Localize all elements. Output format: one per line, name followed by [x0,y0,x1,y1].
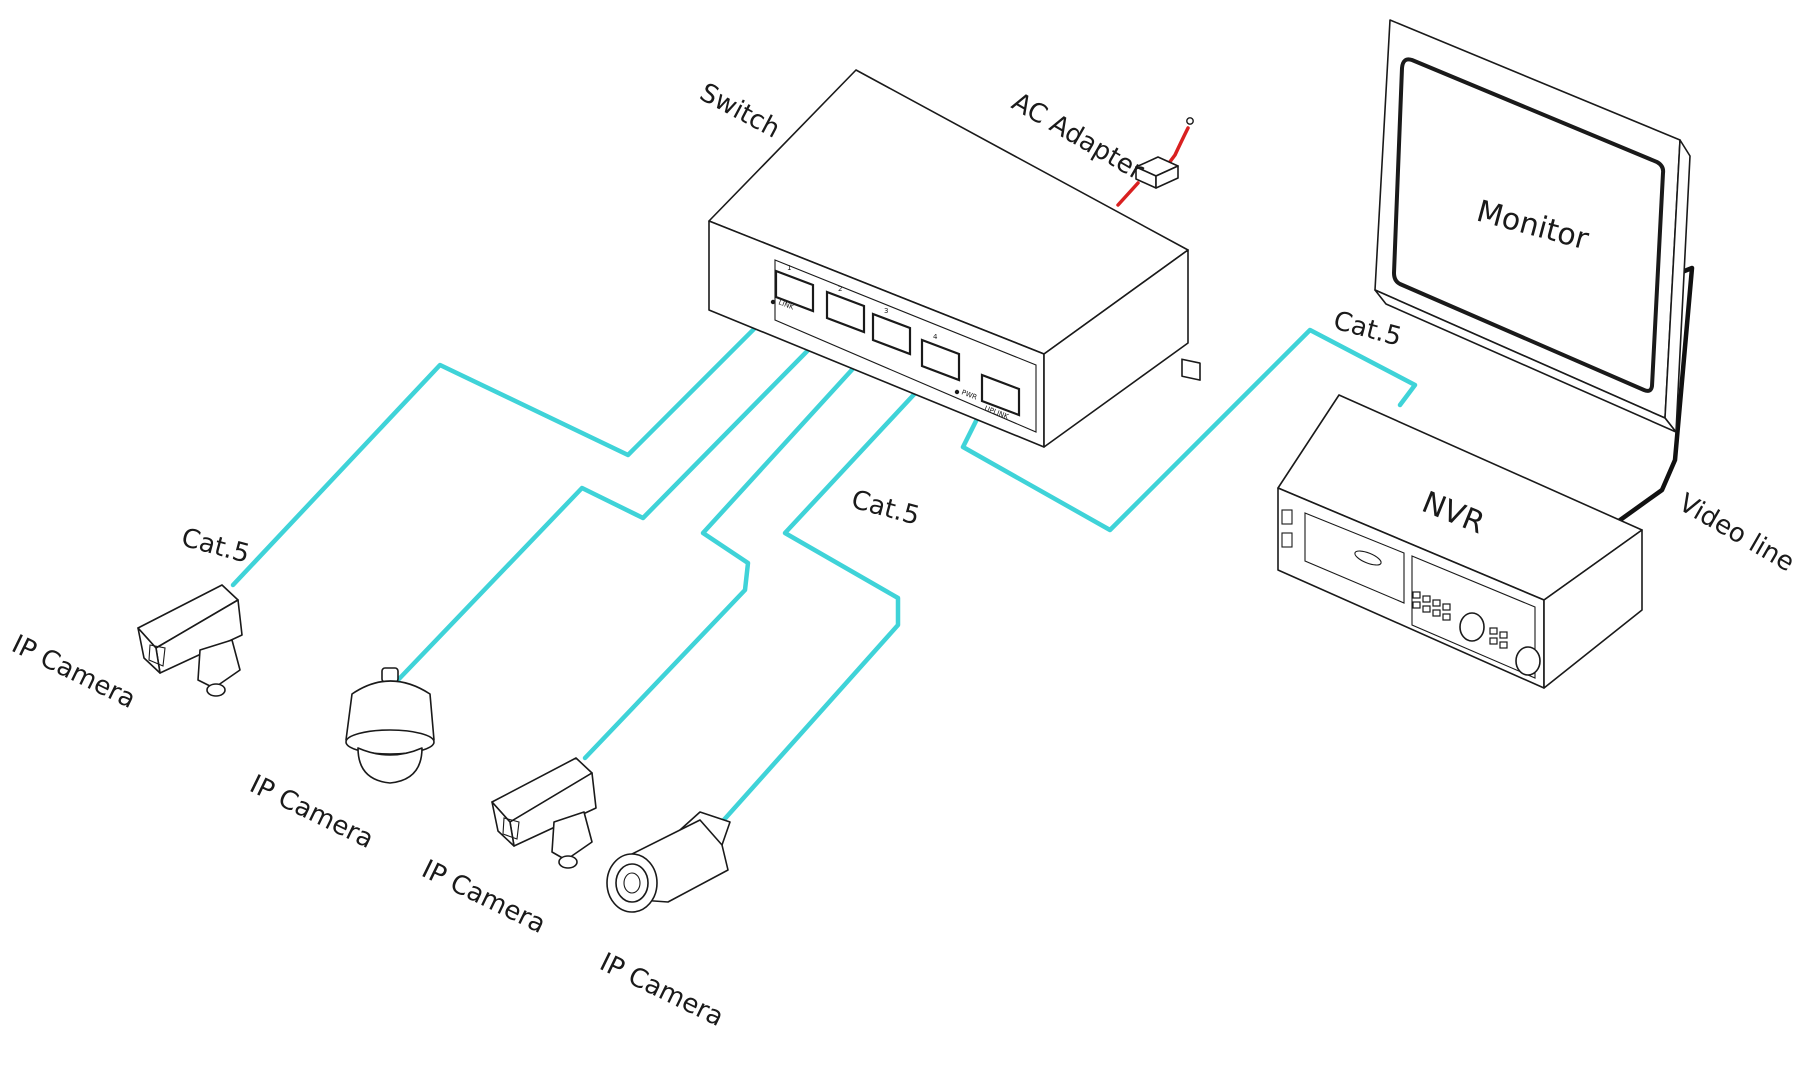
nvr-knob-1 [1459,612,1485,642]
camera-label-3: IP Camera [417,854,550,940]
switch-port-1 [774,269,815,313]
ac-adapter [1135,117,1201,381]
power-cable [1116,126,1190,207]
cat5-label-camera1: Cat.5 [178,523,253,570]
port-label-4: 4 [933,333,938,341]
switch-port-4 [920,338,961,382]
cable-port1-camera1 [230,302,781,588]
port-label-1: 1 [787,264,791,272]
camera-label-2: IP Camera [245,769,378,855]
switch-label: Switch [695,78,785,145]
ip-camera-1 [137,584,243,697]
nvr [1277,394,1643,689]
wall-outlet [1181,358,1201,381]
ip-camera-2 [345,667,435,784]
camera-label-4: IP Camera [595,947,728,1033]
switch-ports [774,269,1021,417]
link-led [770,299,776,305]
video-line-cable [1599,265,1695,536]
cable-port2-camera2 [395,332,826,683]
monitor [1374,19,1691,433]
port-label-2: 2 [838,285,842,293]
monitor-screen [1391,57,1666,393]
camera-label-1: IP Camera [7,629,140,715]
pwr-led [954,389,960,395]
video-line-label: Video line [1674,488,1800,578]
cable-uplink-nvr [960,327,1418,533]
nvr-knob-2 [1515,646,1541,676]
switch-uplink-port [980,373,1021,417]
switch: 1 2 3 4 LINK PWR UPLINK [708,69,1189,448]
outlet-socket [1186,117,1194,125]
cable-port3-camera3 [582,347,873,761]
cat5-label-camera4: Cat.5 [848,485,923,532]
switch-port-2 [825,290,866,334]
nvr-buttons [1412,591,1508,649]
cable-port4-camera4 [719,385,923,825]
switch-port-3 [871,312,912,356]
port-label-3: 3 [884,307,888,315]
ip-camera-4 [606,811,731,913]
ip-camera-3 [491,757,597,869]
cat5-cables [230,302,1418,825]
